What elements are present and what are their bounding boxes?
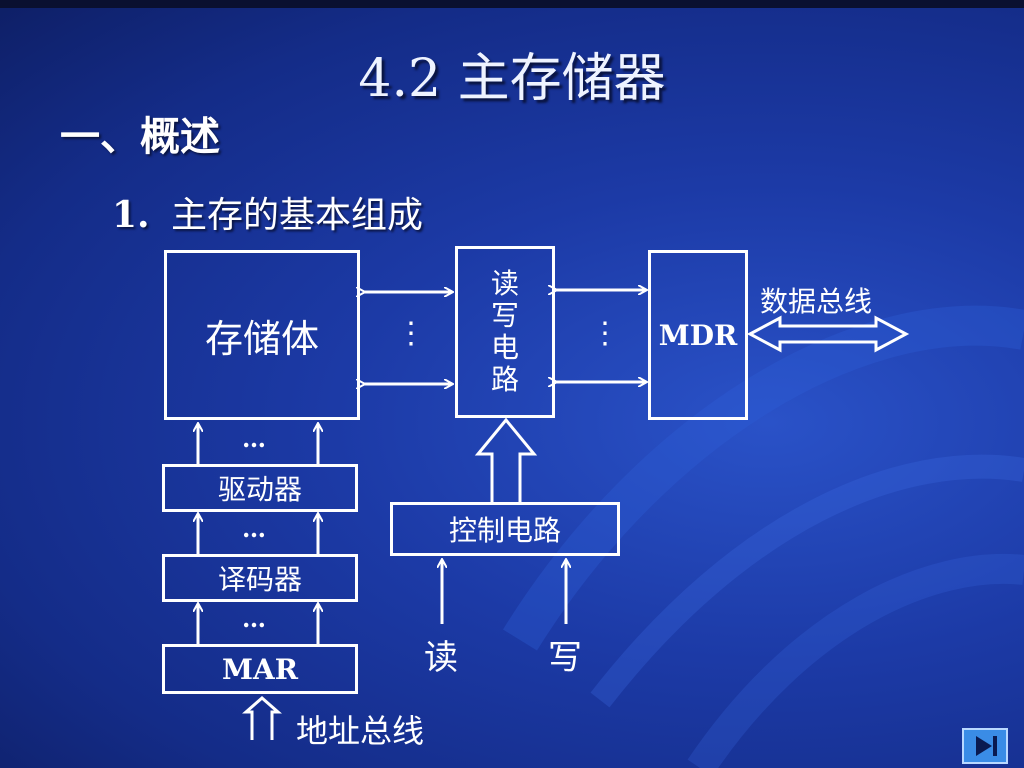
section-heading: 一、概述	[60, 113, 220, 160]
next-slide-button[interactable]	[962, 728, 1008, 764]
mdr-label: MDR	[658, 318, 738, 352]
data-bus-label: 数据总线	[760, 285, 873, 318]
rw-char-3: 电	[490, 331, 519, 364]
decoder-box: 译码器	[162, 554, 358, 602]
control-circuit-box: 控制电路	[390, 502, 620, 556]
ellipsis-memory-rw: ⋮	[396, 316, 426, 351]
driver-label: 驱动器	[217, 473, 302, 506]
memory-body-label: 存储体	[204, 316, 319, 361]
subsection-number: 1.	[112, 194, 150, 236]
rw-char-2: 写	[490, 299, 519, 332]
control-circuit-label: 控制电路	[448, 514, 561, 547]
ellipsis-decoder-driver: …	[242, 514, 266, 543]
rw-char-1: 读	[490, 267, 519, 300]
data-bus-arrow	[746, 315, 910, 353]
slide-title: 4.2 主存储器	[358, 49, 666, 109]
mdr-box: MDR	[648, 250, 748, 420]
mar-label: MAR	[222, 652, 298, 686]
memory-body-box: 存储体	[164, 250, 360, 420]
rw-char-4: 路	[490, 363, 519, 396]
control-to-rw-arrow	[474, 417, 538, 502]
top-bar	[0, 0, 1024, 8]
ellipsis-rw-mdr: ⋮	[590, 316, 620, 351]
read-label: 读	[424, 638, 458, 678]
subsection-text: 主存的基本组成	[171, 195, 424, 236]
address-bus-label: 地址总线	[296, 712, 425, 750]
address-bus-arrow	[242, 696, 282, 740]
mar-box: MAR	[162, 644, 358, 694]
decoder-label: 译码器	[217, 563, 302, 596]
ellipsis-mar-decoder: …	[242, 604, 266, 633]
ellipsis-driver-memory: …	[242, 424, 266, 453]
write-label: 写	[548, 638, 582, 678]
driver-box: 驱动器	[162, 464, 358, 512]
subsection-heading: 1. 主存的基本组成	[112, 186, 423, 238]
rw-circuit-box: 读 写 电 路	[455, 246, 555, 418]
play-end-icon	[976, 736, 997, 756]
